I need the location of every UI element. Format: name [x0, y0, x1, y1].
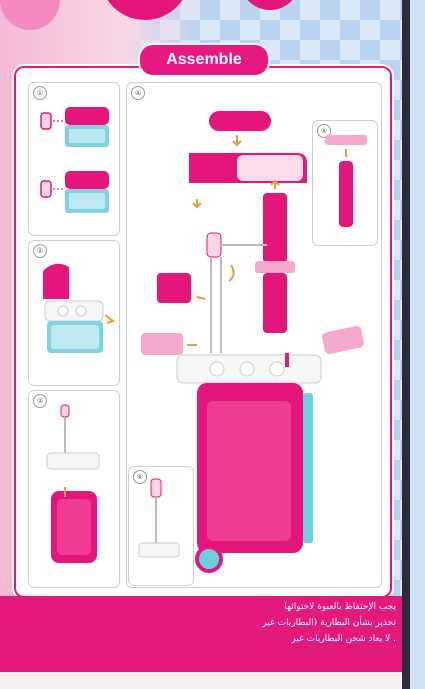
warning-line-3: . لا يعاد شحن البطاريات غير	[291, 634, 396, 644]
step-5-box: ⑤	[312, 120, 378, 246]
column-detail-illustration	[313, 121, 377, 245]
footer-strip	[0, 672, 402, 689]
step-2-box: ②	[28, 240, 120, 386]
step-3-box: ③	[28, 390, 120, 588]
assemble-title: Assemble	[138, 43, 270, 77]
page-edge-dark	[402, 0, 410, 689]
instructions-panel: ① ② ③	[14, 66, 392, 598]
handle-detail-illustration	[129, 467, 193, 585]
toy-chest-illustration-1	[29, 83, 119, 235]
page-edge-light	[410, 0, 425, 689]
step-1-box: ①	[28, 82, 120, 236]
warning-line-1: يجب الإحتفاظ بالعبوة لاحتوائها	[284, 602, 396, 612]
trolley-fold-illustration	[29, 391, 119, 587]
warning-line-2: تحذير بشأن البطارية (البطاريات غير	[262, 618, 396, 628]
step-6-box: ⑥	[128, 466, 194, 586]
open-chest-illustration	[29, 241, 119, 385]
